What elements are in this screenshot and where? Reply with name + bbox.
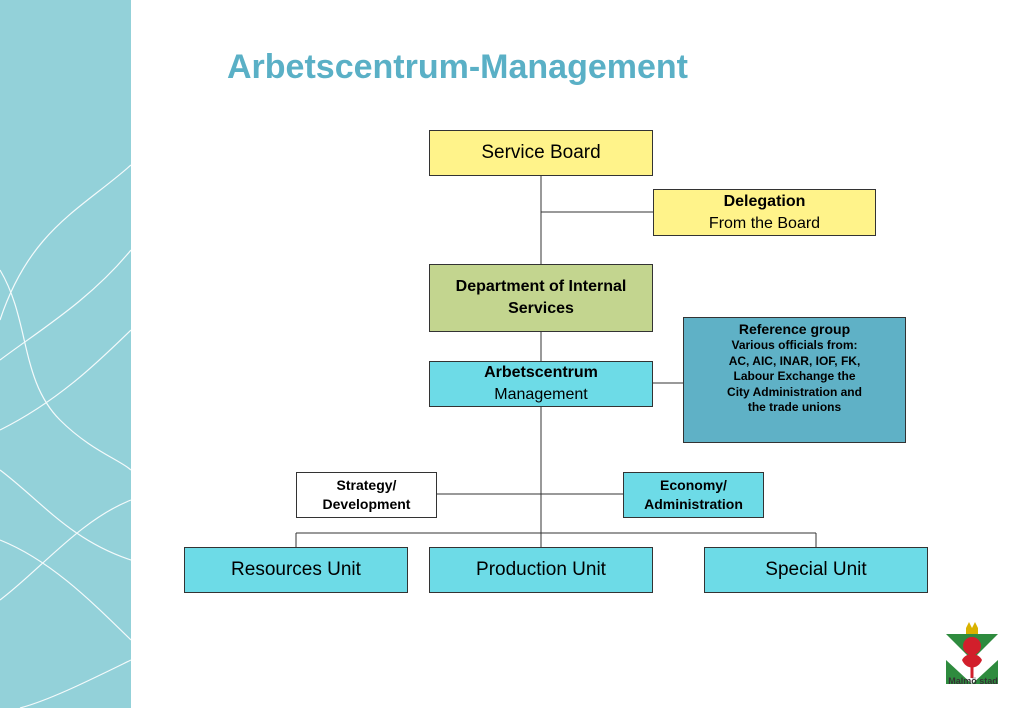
economy-line2: Administration [644, 496, 743, 512]
production-unit-label: Production Unit [476, 559, 606, 580]
malmo-coat-of-arms-icon [946, 622, 998, 684]
production-unit-box: Production Unit [429, 547, 653, 593]
strategy-line1: Strategy/ [336, 477, 397, 493]
arbetscentrum-box: Arbetscentrum Management [429, 361, 653, 407]
department-line2: Services [508, 300, 574, 317]
arbetscentrum-subtitle: Management [494, 386, 588, 403]
resources-unit-label: Resources Unit [231, 559, 361, 580]
service-board-box: Service Board [429, 130, 653, 176]
page-title: Arbetscentrum-Management [227, 48, 688, 86]
service-board-label: Service Board [481, 142, 601, 163]
economy-line1: Economy/ [660, 477, 727, 493]
resources-unit-box: Resources Unit [184, 547, 408, 593]
department-box: Department of Internal Services [429, 264, 653, 332]
economy-box: Economy/ Administration [623, 472, 764, 518]
reference-group-line: AC, AIC, INAR, IOF, FK, [728, 353, 861, 368]
wave-pattern [0, 164, 131, 708]
decorative-sidebar [0, 0, 131, 708]
arbetscentrum-title: Arbetscentrum [484, 364, 598, 381]
strategy-box: Strategy/ Development [296, 472, 437, 518]
reference-group-line: City Administration and [727, 384, 862, 399]
delegation-subtitle: From the Board [708, 214, 821, 232]
reference-group-title: Reference group [738, 321, 851, 337]
reference-group-line: the trade unions [747, 400, 842, 414]
strategy-line2: Development [322, 496, 411, 512]
logo-caption: Malmö stad [948, 676, 998, 686]
reference-group-box: Reference group Various officials from: … [683, 317, 906, 443]
delegation-title: Delegation [723, 192, 806, 210]
delegation-box: Delegation From the Board [653, 189, 876, 236]
reference-group-line: Various officials from: [731, 338, 858, 352]
department-line1: Department of Internal [455, 278, 627, 295]
special-unit-label: Special Unit [765, 559, 867, 580]
special-unit-box: Special Unit [704, 547, 928, 593]
reference-group-line: Labour Exchange the [733, 369, 856, 383]
